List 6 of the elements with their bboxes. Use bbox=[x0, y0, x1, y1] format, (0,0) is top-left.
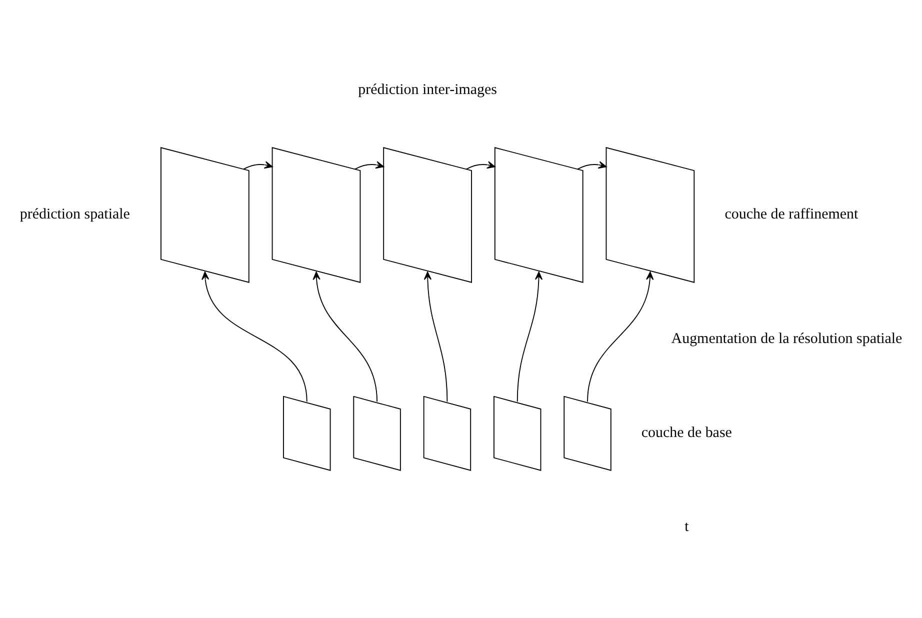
label: Augmentation de la résolution spatiale bbox=[671, 330, 902, 347]
label: prédiction inter-images bbox=[358, 82, 497, 98]
label: t bbox=[684, 518, 689, 535]
label: couche de raffinement bbox=[724, 206, 858, 223]
label: prédiction spatiale bbox=[20, 206, 130, 223]
label: couche de base bbox=[641, 424, 732, 441]
